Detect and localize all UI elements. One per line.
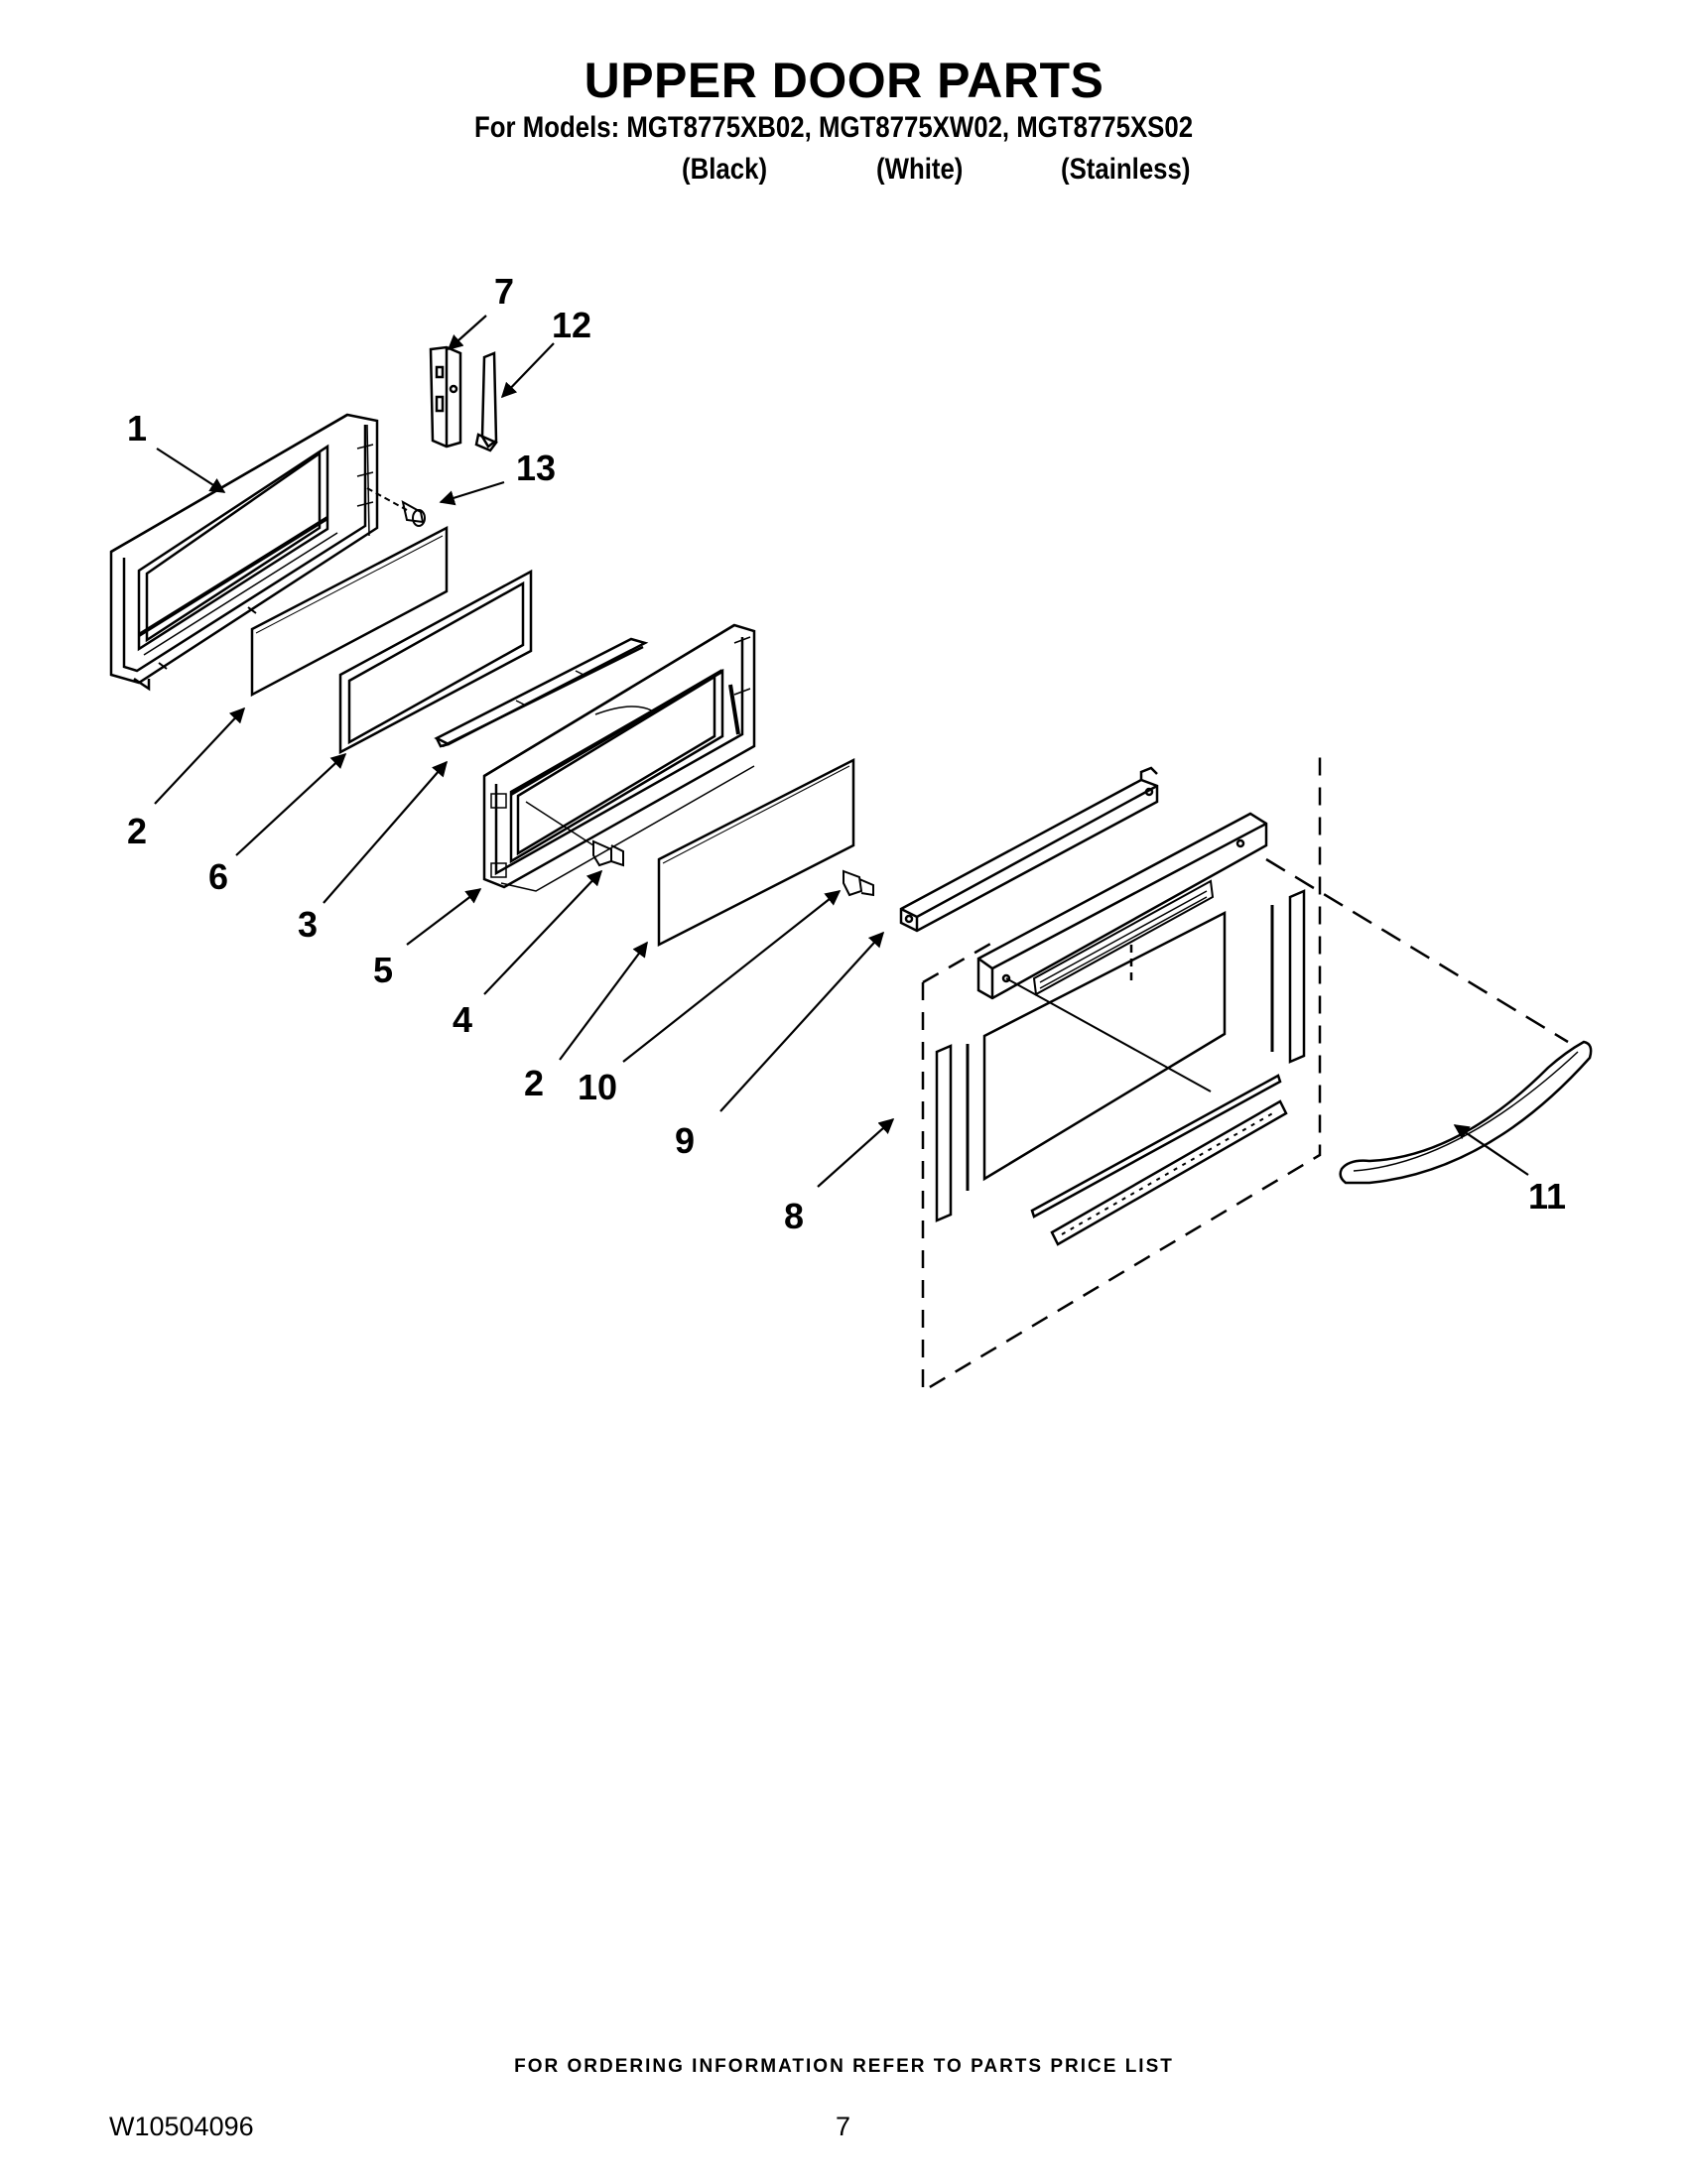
ordering-note: FOR ORDERING INFORMATION REFER TO PARTS …: [514, 2056, 1174, 2077]
callout-2a: 2: [127, 811, 147, 851]
leader-4: [483, 869, 603, 995]
leader-lines: [154, 315, 1529, 1188]
callout-9: 9: [675, 1120, 695, 1161]
page-number: 7: [836, 2112, 851, 2141]
leader-9: [719, 931, 885, 1112]
part-6-glass-gasket: [338, 569, 533, 755]
callout-12: 12: [552, 305, 591, 345]
part-9-top-channel: [899, 766, 1159, 933]
callout-6: 6: [208, 856, 228, 897]
leader-5: [406, 888, 482, 946]
part-5-door-panel-assembly: [482, 623, 756, 892]
callout-10: 10: [578, 1067, 617, 1107]
callout-11: 11: [1528, 1176, 1566, 1217]
variant-black: (Black): [682, 153, 768, 186]
leader-3: [323, 760, 449, 904]
callout-13: 13: [516, 448, 556, 488]
page-title: UPPER DOOR PARTS: [584, 53, 1104, 108]
models-line: For Models: MGT8775XB02, MGT8775XW02, MG…: [474, 111, 1194, 144]
leader-1: [156, 448, 226, 493]
part-13-screw: [366, 487, 426, 527]
variant-white: (White): [876, 153, 964, 186]
callout-2b: 2: [524, 1063, 544, 1103]
leader-13: [439, 480, 505, 506]
part-1-inner-door-frame: [109, 413, 379, 692]
part-8-door-components: [935, 812, 1306, 1246]
callout-8: 8: [784, 1196, 804, 1236]
variant-stainless: (Stainless): [1061, 153, 1191, 186]
part-11-handle: [1265, 857, 1593, 1185]
leader-2b: [559, 941, 648, 1061]
leader-11: [1453, 1124, 1529, 1176]
leader-7: [447, 315, 487, 351]
document-number: W10504096: [109, 2112, 254, 2141]
part-2-inner-glass-lower: [657, 757, 855, 948]
leader-8: [817, 1117, 895, 1188]
leader-10: [622, 890, 842, 1063]
part-12-hinge-pin: [474, 351, 498, 452]
part-8-assembly-outline: [921, 750, 1322, 1394]
callout-4: 4: [453, 999, 472, 1040]
part-3-top-trim: [434, 637, 649, 748]
callout-1: 1: [127, 408, 147, 449]
callout-3: 3: [298, 904, 318, 945]
leader-12: [500, 342, 555, 399]
part-2-inner-glass-upper: [250, 525, 449, 698]
callout-7: 7: [494, 271, 514, 312]
leader-6: [235, 752, 347, 856]
part-10-screw: [843, 869, 874, 897]
part-4-screw: [525, 801, 624, 867]
part-7-hinge-bracket: [429, 345, 462, 449]
leader-2a: [154, 707, 246, 805]
callout-5: 5: [373, 950, 393, 990]
